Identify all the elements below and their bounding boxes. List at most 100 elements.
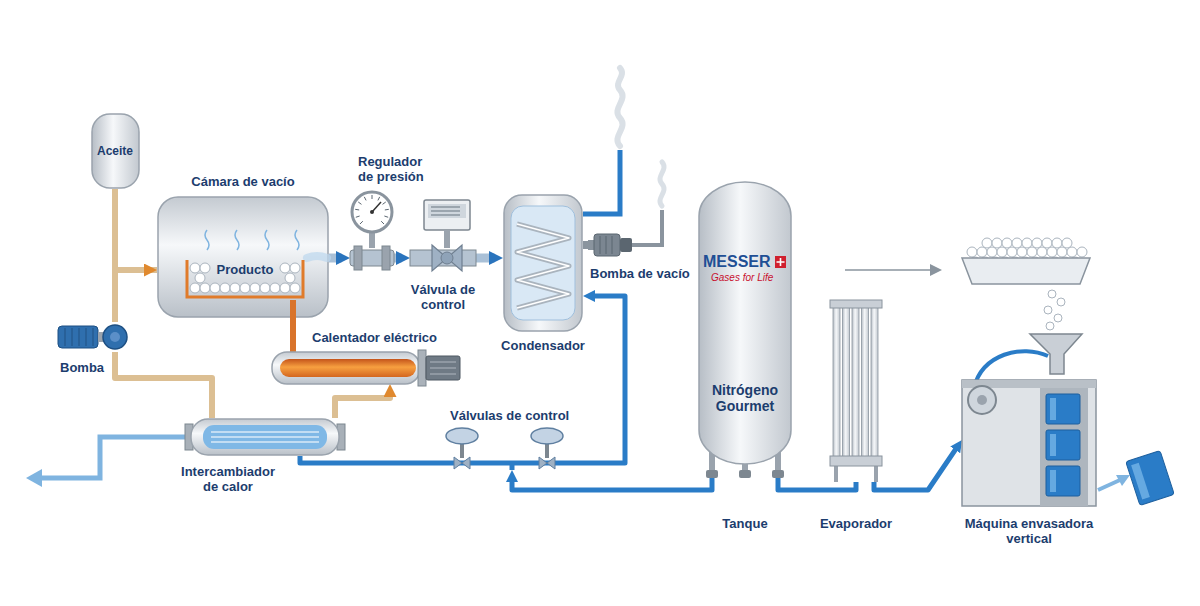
vent-pipe	[632, 210, 662, 245]
vacuum-chamber: Cámara de vacíoProducto	[157, 196, 329, 318]
electric-heater-shape	[272, 352, 462, 384]
product-piece	[290, 283, 300, 293]
gauge-tick	[358, 202, 361, 204]
product-piece	[987, 247, 997, 257]
gauge-tick	[383, 202, 386, 204]
exchanger-tube	[211, 441, 319, 443]
product-piece	[1044, 306, 1052, 314]
vacuum-chamber-shape	[157, 196, 329, 318]
nitrogen-tank: MESSERGases for LifeNitrógeno GourmetTan…	[697, 182, 793, 478]
brand-tagline: Gases for Life	[711, 272, 773, 284]
pipe-connector	[874, 446, 958, 490]
valve-ring	[441, 252, 453, 264]
condenser-shape	[503, 194, 583, 332]
chamber-heading: Cámara de vacío	[191, 174, 294, 189]
vacuum-pump-shape	[588, 232, 632, 258]
exit-pipe	[40, 437, 186, 478]
product-piece	[1002, 238, 1012, 248]
roll-core	[977, 395, 987, 405]
evaporator-fin	[871, 306, 878, 458]
evaporator-fin	[862, 306, 869, 458]
manifold-tee	[510, 463, 515, 470]
finished-bag	[1126, 451, 1174, 506]
pipe-connector	[476, 254, 495, 263]
product-piece	[1046, 322, 1054, 330]
product-piece	[1048, 290, 1056, 298]
display-screen	[428, 204, 466, 218]
display-bar	[431, 206, 460, 208]
valve-body	[454, 457, 470, 469]
product-piece	[977, 247, 987, 257]
evaporator-fin	[843, 306, 850, 458]
brand-name: MESSER	[703, 252, 771, 272]
pump-eye	[110, 332, 120, 342]
pipe-connector	[583, 241, 588, 249]
bag	[1046, 394, 1080, 424]
flow-arrow-line	[845, 269, 932, 271]
product-piece	[1067, 247, 1077, 257]
nitrogen-tank-shape	[697, 182, 793, 478]
pump-motor	[594, 234, 620, 256]
output-arrow-head	[1116, 475, 1130, 486]
leg-fitting	[739, 470, 751, 478]
product-piece	[1052, 238, 1062, 248]
product-piece	[1027, 247, 1037, 257]
bag-highlight	[1050, 398, 1056, 420]
product-piece	[1057, 298, 1065, 306]
evaporator-base	[830, 456, 882, 466]
gauge-tick	[372, 195, 373, 199]
exchanger-tube	[211, 431, 319, 433]
part-label: Condensador	[501, 338, 585, 353]
product-basket: Producto	[185, 254, 305, 300]
vacuum-pump: Bomba de vacío	[588, 232, 632, 258]
product-piece	[200, 263, 210, 273]
part-label: Válvulas de control	[450, 408, 569, 423]
evaporator-fin	[852, 306, 859, 458]
leg-fitting	[772, 470, 784, 478]
product-piece	[1057, 247, 1067, 257]
condenser-body	[504, 195, 582, 331]
product-piece	[195, 273, 205, 283]
gauge-hub	[370, 210, 374, 214]
product-name: Nitrógeno Gourmet	[700, 382, 790, 414]
product-piece	[250, 283, 260, 293]
exchanger-shell	[191, 419, 339, 455]
tank-body	[699, 182, 791, 464]
part-label: Calentador eléctrico	[312, 330, 437, 345]
machine-body	[962, 380, 1096, 506]
gauge-tick	[356, 216, 360, 217]
product-piece	[220, 283, 230, 293]
display-bar	[431, 214, 460, 216]
connector-group	[115, 189, 958, 490]
condenser: Condensador	[503, 194, 583, 332]
pipe-connector	[115, 352, 212, 418]
motor-rib	[85, 328, 86, 346]
evaporator: Evaporador	[830, 298, 882, 482]
vapour-wisp	[205, 230, 209, 250]
brand-logo	[775, 256, 786, 268]
product-piece	[290, 263, 300, 273]
gauge-face	[352, 192, 392, 232]
heat-exchanger-shape	[185, 418, 345, 456]
heater-shell	[272, 352, 420, 384]
oil-pump: Bomba	[56, 322, 136, 352]
exchanger-water	[203, 425, 327, 449]
product-piece	[1022, 238, 1032, 248]
motor-rib	[64, 328, 65, 346]
pressure-regulator-shape	[350, 190, 394, 266]
pipe-connector	[394, 254, 402, 263]
vapour-wisp	[265, 230, 269, 250]
part-label: Tanque	[722, 516, 767, 531]
evaporator-fin	[833, 306, 840, 458]
valve-display	[424, 200, 470, 230]
product-piece	[210, 283, 220, 293]
gauge-needle	[372, 202, 381, 212]
vapour-glow	[307, 256, 327, 258]
motor-cap	[620, 238, 632, 252]
product-piece	[997, 247, 1007, 257]
oil-riser	[290, 300, 296, 318]
motor-rib	[600, 236, 601, 254]
bag-highlight	[1050, 470, 1056, 492]
heating-element	[280, 359, 416, 377]
